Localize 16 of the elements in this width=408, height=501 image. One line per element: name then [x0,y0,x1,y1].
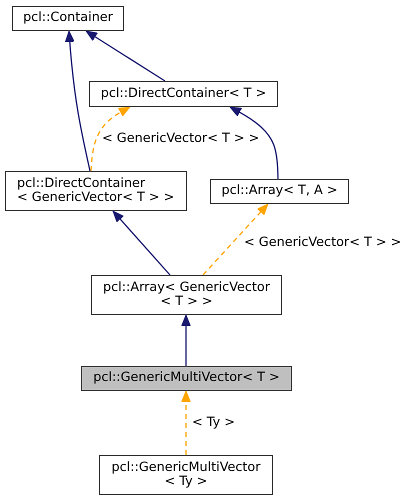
class-box: pcl::GenericMultiVector < Ty > [99,455,273,495]
arrow [86,30,166,82]
arrow [64,30,91,172]
arrow [112,210,170,276]
class-box: pcl::DirectContainer< T > [89,81,278,107]
class-box: pcl::Array< GenericVector < T > > [91,275,282,315]
arrow [181,314,191,366]
edge-label: < Ty > [191,415,236,430]
dashed-arrow [202,204,268,276]
class-box: pcl::Container [12,6,124,31]
dashed-arrow [181,390,191,455]
dashed-arrow [90,106,130,172]
class-box: pcl::Array< T, A > [210,179,349,204]
class-box: pcl::GenericMultiVector< T > [81,366,292,391]
arrow [230,106,279,180]
class-box: pcl::DirectContainer < GenericVector< T > > [5,171,187,211]
